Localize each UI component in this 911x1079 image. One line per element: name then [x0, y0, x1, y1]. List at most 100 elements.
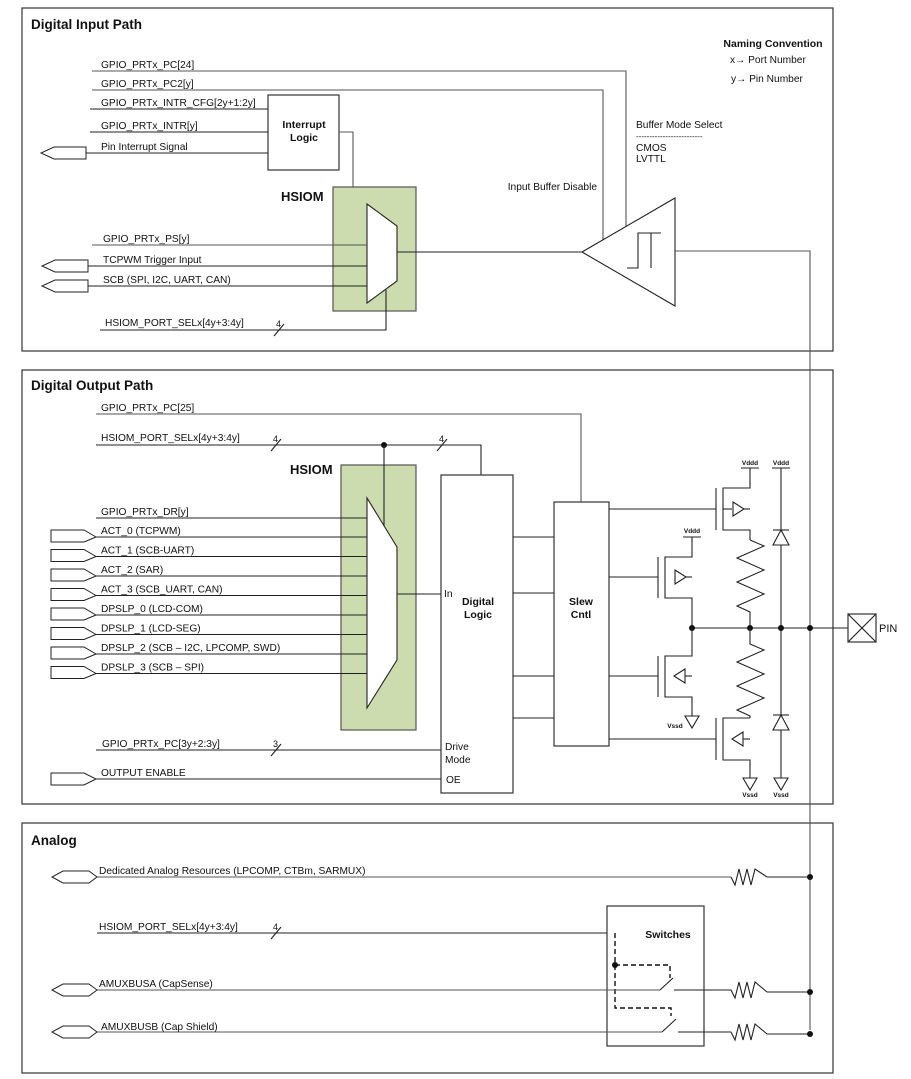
ground-weak [684, 715, 700, 730]
signal-act-label: ACT_3 (SCB_UART, CAN) [101, 585, 223, 596]
section-title-analog: Analog [31, 833, 77, 848]
junction-analog-1 [807, 874, 813, 880]
port-connector-amuxbusb [50, 1025, 98, 1039]
nmos-strong-channel [722, 717, 751, 778]
vssd-label-2: Vssd [742, 792, 758, 799]
interrupt-logic-label-1: Interrupt [282, 119, 326, 131]
resistor-dedicated-analog [730, 868, 810, 887]
naming-convention-title: Naming Convention [723, 38, 822, 50]
port-connector-scb [40, 279, 89, 293]
port-connector-act-signal [50, 646, 98, 660]
input-buffer-disable-label: Input Buffer Disable [508, 182, 598, 193]
signal-gpio-prtx-pc2: GPIO_PRTx_PC2[y] [101, 79, 194, 90]
switch-control-a [614, 933, 671, 978]
bus-width-output-1: 4 [273, 434, 278, 444]
bus-width-analog: 4 [273, 922, 278, 932]
bus-width-input: 4 [276, 319, 281, 329]
vssd-label-1: Vssd [667, 723, 683, 730]
digital-logic-block [440, 474, 514, 794]
signal-gpio-prtx-intr-cfg: GPIO_PRTx_INTR_CFG[2y+1:2y] [101, 98, 256, 109]
hsiom-output-label: HSIOM [290, 462, 333, 477]
vssd-label-3: Vssd [773, 792, 789, 799]
diode-bottom [772, 713, 790, 731]
digital-logic-port-drive-1: Drive [445, 742, 469, 753]
slew-control-block [553, 501, 610, 747]
hsiom-output-mux [366, 496, 398, 710]
signal-act-label: DPSLP_0 (LCD-COM) [101, 604, 203, 615]
pin-label: PIN [879, 623, 897, 635]
buffer-mode-select-title: Buffer Mode Select [636, 120, 723, 131]
nmos-strong-arrow [730, 730, 744, 748]
port-connector-tcpwm-trigger [40, 259, 89, 273]
port-connector-amuxbusa [50, 983, 98, 997]
buffer-mode-separator: ------------------------- [636, 132, 703, 141]
ground-strong [742, 777, 758, 792]
port-connector-act-signal [50, 607, 98, 621]
bus-slash-drive [270, 743, 282, 757]
diode-top [772, 528, 790, 546]
bus-width-output-2: 4 [439, 434, 444, 444]
resistor-pulldown [735, 628, 766, 718]
junction-analog-2 [807, 989, 813, 995]
output-driver-network: Vddd Vddd Vddd PIN Vssd [609, 460, 897, 799]
signal-pin-interrupt: Pin Interrupt Signal [101, 142, 188, 153]
signal-hsiom-port-sel-analog: HSIOM_PORT_SELx[4y+3:4y] [99, 922, 238, 933]
vddd-label-2: Vddd [773, 460, 789, 467]
switch-b-blade [661, 1018, 677, 1033]
buffer-mode-cmos: CMOS [636, 143, 667, 154]
signal-act-label: DPSLP_3 (SCB – SPI) [101, 663, 204, 674]
port-connector-act-signal [50, 627, 98, 640]
wire-pc2 [92, 89, 604, 240]
signal-dedicated-analog: Dedicated Analog Resources (LPCOMP, CTBm… [99, 866, 365, 877]
interrupt-logic-block [267, 94, 340, 171]
pmos-weak-channel [664, 537, 693, 628]
resistor-pullup [735, 539, 766, 628]
digital-output-path-frame [21, 369, 834, 805]
wire-hsiom-sel-input [100, 290, 387, 331]
signal-gpio-prtx-pc25: GPIO_PRTx_PC[25] [101, 403, 194, 414]
port-connector-act-signal [50, 549, 98, 562]
resistor-amuxbusa [674, 981, 810, 1000]
signal-act-label: ACT_2 (SAR) [101, 565, 163, 576]
signal-act-label: ACT_0 (TCPWM) [101, 526, 181, 537]
vddd-label-1: Vddd [742, 460, 758, 467]
hsiom-input-label: HSIOM [281, 189, 324, 204]
port-connector-pin-interrupt [39, 146, 87, 160]
port-connector-act-signal [50, 666, 98, 679]
act-signal-group: ACT_0 (TCPWM)ACT_1 (SCB-UART)ACT_2 (SAR)… [50, 526, 367, 679]
signal-gpio-prtx-intr: GPIO_PRTx_INTR[y] [101, 121, 198, 132]
signal-gpio-prtx-ps: GPIO_PRTx_PS[y] [103, 234, 190, 245]
wire-pc24 [92, 70, 627, 227]
switches-label: Switches [645, 929, 691, 941]
pmos-strong-arrow [732, 500, 746, 518]
junction-analog-3 [807, 1031, 813, 1037]
digital-logic-label-1: Digital [462, 596, 494, 608]
switch-a-blade [659, 977, 674, 991]
switches-block [606, 905, 705, 1047]
bus-slash-input [273, 323, 285, 337]
bus-slash-analog [270, 926, 282, 940]
signal-gpio-prtx-pc24: GPIO_PRTx_PC[24] [101, 60, 194, 71]
input-buffer-schmitt [580, 197, 676, 307]
slew-label-2: Cntl [571, 609, 591, 621]
pin-pad-x2 [847, 613, 877, 643]
hsiom-input-mux [366, 202, 398, 305]
bus-slash-output-1 [270, 438, 282, 452]
slew-label-1: Slew [569, 596, 594, 608]
junction-pin-3 [778, 625, 784, 631]
port-connector-dedicated-analog [50, 870, 98, 884]
bus-width-drive: 3 [273, 739, 278, 749]
digital-logic-port-in: In [444, 589, 453, 600]
analog-frame [21, 822, 834, 1074]
signal-gpio-prtx-dr: GPIO_PRTx_DR[y] [101, 507, 189, 518]
signal-output-enable: OUTPUT ENABLE [101, 768, 186, 779]
vddd-label-3: Vddd [684, 528, 700, 535]
resistor-amuxbusb [678, 1023, 810, 1042]
digital-logic-label-2: Logic [464, 609, 492, 621]
naming-port-number: x→ Port Number [730, 55, 806, 66]
wire-pin-to-buffer [675, 250, 811, 1030]
digital-logic-port-drive-2: Mode [445, 755, 471, 766]
digital-input-path-frame [21, 7, 834, 352]
pmos-weak-arrow [674, 568, 688, 586]
